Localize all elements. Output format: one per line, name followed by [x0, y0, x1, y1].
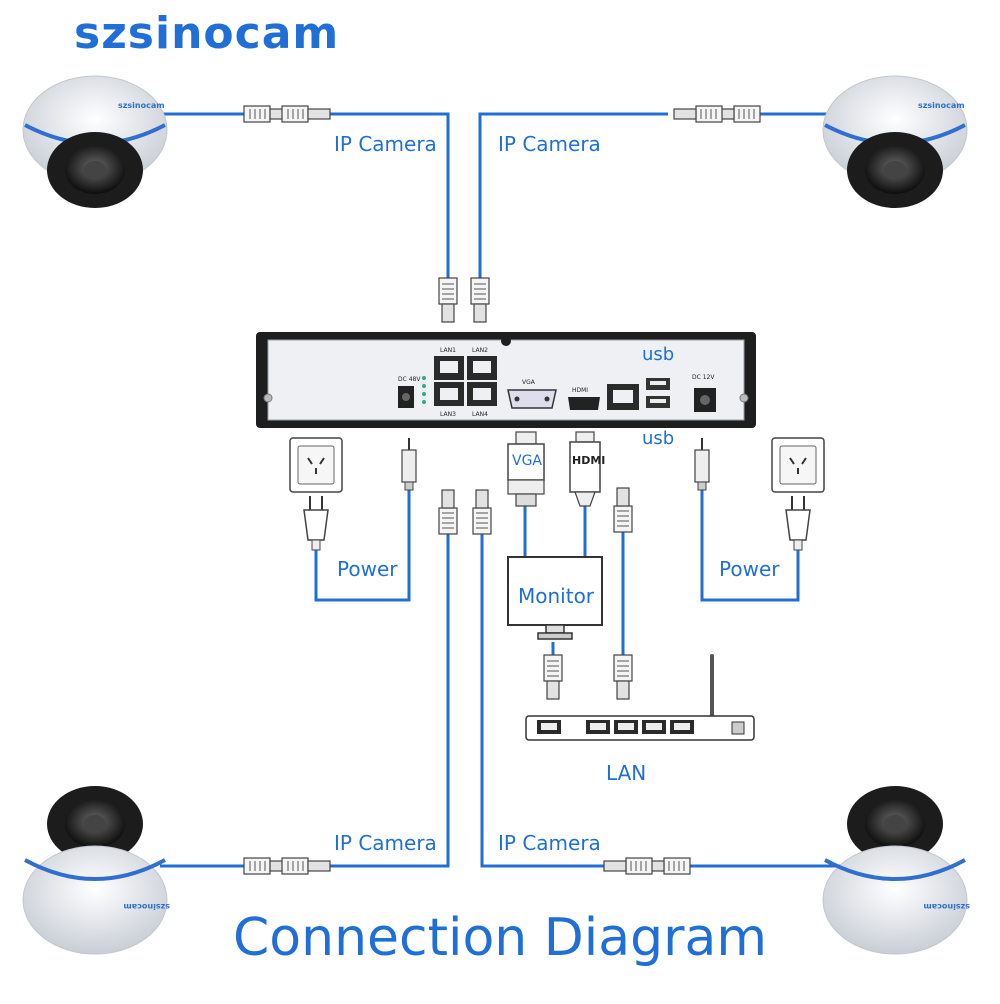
- dome-camera-icon-tl: szsinocam: [22, 75, 168, 208]
- port-label-lan2: LAN2: [472, 347, 488, 354]
- dome-camera-icon-bl: szsinocam: [22, 786, 170, 955]
- dc-plug-icon-right: [694, 438, 710, 491]
- camera-brand-tl: szsinocam: [118, 101, 165, 110]
- port-label-vga: VGA: [522, 379, 536, 386]
- dc-plug-icon-left: [401, 438, 417, 491]
- power-outlet-icon-left: [289, 437, 343, 493]
- rj45-pair-tl: [243, 105, 331, 123]
- rj45-plug-lan1-top: [438, 277, 458, 323]
- wires: [160, 112, 845, 868]
- wire-power-right: [700, 490, 800, 602]
- port-label-hdmi: HDMI: [572, 387, 588, 394]
- wire-br-to-lan4: [480, 490, 606, 868]
- vga-connector-icon: [507, 431, 545, 507]
- dome-camera-icon-br: szsinocam: [822, 786, 970, 955]
- rj45-plug-nvr-router: [613, 654, 633, 700]
- label-ip-camera-br: IP Camera: [498, 831, 601, 855]
- router-icon: [525, 654, 755, 741]
- wire-bl-to-lan3: [330, 490, 450, 868]
- rj45-pair-bl: [243, 857, 331, 875]
- label-hdmi-connector: HDMI: [572, 454, 606, 467]
- label-vga-connector: VGA: [512, 453, 543, 469]
- diagram-title: Connection Diagram: [232, 908, 767, 968]
- port-label-dc12v: DC 12V: [692, 374, 715, 381]
- wire-tr-to-lan2: [478, 112, 668, 278]
- rj45-pair-br: [603, 857, 691, 875]
- label-lan: LAN: [606, 761, 647, 785]
- monitor-icon: [507, 556, 603, 640]
- camera-brand-bl: szsinocam: [123, 902, 170, 911]
- hdmi-connector-icon: [569, 431, 601, 507]
- rj45-plug-lan3-bottom: [438, 489, 458, 535]
- port-label-lan4: LAN4: [472, 411, 488, 418]
- rj45-plug-lan2-top: [470, 277, 490, 323]
- power-plug-icon-right: [785, 496, 811, 551]
- camera-brand-tr: szsinocam: [918, 101, 965, 110]
- camera-brand-br: szsinocam: [923, 902, 970, 911]
- label-ip-camera-tl: IP Camera: [334, 132, 437, 156]
- rj45-plug-lan4-bottom: [472, 489, 492, 535]
- nvr-device-icon: DC 48V LAN1 LAN2 LAN3 LAN4 VGA HDMI: [256, 332, 756, 428]
- label-power-right: Power: [719, 557, 780, 581]
- brand-logo: szsinocam: [74, 8, 340, 59]
- dome-camera-icon-tr: szsinocam: [822, 75, 968, 208]
- wire-power-left: [314, 490, 411, 602]
- power-plug-icon-left: [303, 496, 329, 551]
- label-usb-bottom: usb: [642, 428, 675, 449]
- rj45-plug-monitor-router: [543, 654, 563, 700]
- rj45-plug-lan-out: [613, 487, 633, 533]
- power-outlet-icon-right: [771, 437, 825, 493]
- label-power-left: Power: [337, 557, 398, 581]
- label-usb-top: usb: [642, 344, 675, 365]
- rj45-pair-tr: [673, 105, 761, 123]
- port-label-lan3: LAN3: [440, 411, 456, 418]
- label-ip-camera-bl: IP Camera: [334, 831, 437, 855]
- label-ip-camera-tr: IP Camera: [498, 132, 601, 156]
- port-label-dc48v: DC 48V: [398, 376, 421, 383]
- wire-tl-to-lan1: [330, 112, 450, 278]
- label-monitor: Monitor: [518, 584, 595, 608]
- port-label-lan1: LAN1: [440, 347, 456, 354]
